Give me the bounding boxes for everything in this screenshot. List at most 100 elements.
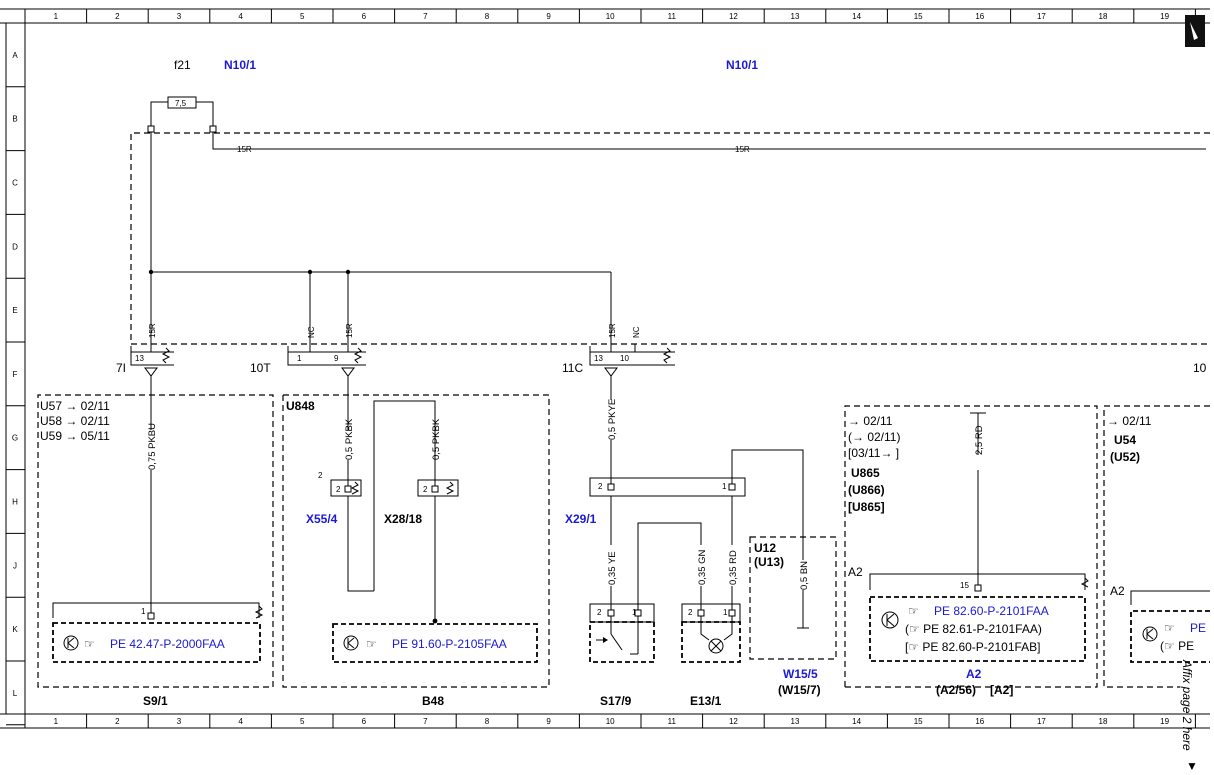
grid-column-label: 8 bbox=[485, 717, 490, 726]
component-name: A2 bbox=[966, 667, 982, 681]
code-line: U57 → 02/11 bbox=[40, 399, 110, 413]
grid-column-label: 4 bbox=[238, 717, 243, 726]
connector-7i: 7I 13 bbox=[116, 346, 174, 430]
wire-label: 0,5 BN bbox=[799, 561, 810, 590]
module-label-right: N10/1 bbox=[726, 58, 758, 72]
grid-row-label: B bbox=[12, 115, 17, 124]
connector-11c: 11C 13 10 bbox=[562, 346, 675, 400]
grid-row-label: E bbox=[12, 306, 17, 315]
fuse-rating: 7,5 bbox=[175, 99, 187, 108]
grid-column-label: 9 bbox=[546, 12, 551, 21]
wire-label: 0,35 YE bbox=[607, 551, 618, 585]
code-line: U58 → 02/11 bbox=[40, 414, 110, 428]
lamp-icon bbox=[700, 616, 733, 654]
grid-row-label: C bbox=[12, 179, 18, 188]
bus-label-right: 15R bbox=[735, 145, 750, 154]
grid-column-label: 13 bbox=[791, 12, 800, 21]
code-line: → 02/11 bbox=[1107, 414, 1152, 428]
grid-column-label: 12 bbox=[729, 12, 738, 21]
grid-column-label: 1 bbox=[54, 12, 59, 21]
grid-column-label: 1 bbox=[54, 717, 59, 726]
plug-label: A2 bbox=[1110, 584, 1125, 598]
connector-name: X29/1 bbox=[565, 512, 597, 526]
component-name: W15/5 bbox=[783, 667, 818, 681]
grid-column-label: 7 bbox=[423, 12, 428, 21]
grid-row-label: K bbox=[12, 625, 18, 634]
pin-number: 13 bbox=[135, 354, 144, 363]
affix-note: Affix page 2 here bbox=[1180, 659, 1194, 751]
connector-name: X55/4 bbox=[306, 512, 338, 526]
reference-alt: [☞ PE 82.60-P-2101FAB] bbox=[905, 640, 1041, 654]
grid-column-label: 19 bbox=[1160, 717, 1169, 726]
reference-link[interactable]: PE bbox=[1190, 621, 1206, 635]
pin-number: 2 bbox=[597, 608, 602, 617]
pin-sig-g2b: 15R bbox=[345, 323, 354, 338]
transistor-icon bbox=[1142, 626, 1158, 642]
pin-number: 1 bbox=[297, 354, 302, 363]
component-box-s9-1: U57 → 02/11 U58 → 02/11 U59 → 05/11 0,75… bbox=[37, 394, 274, 708]
grid-column-label: 2 bbox=[115, 12, 120, 21]
transistor-icon bbox=[343, 635, 359, 651]
component-box-a2: → 02/11 (→ 02/11) [03/11→ ] U865 (U866) … bbox=[844, 405, 1098, 697]
grid-column-label: 3 bbox=[177, 12, 182, 21]
grid-column-label: 13 bbox=[791, 717, 800, 726]
wire-label: 0,5 PKBK bbox=[344, 418, 355, 460]
wire-label: 0,5 PKBK bbox=[431, 418, 442, 460]
pin-sig-g2a: NC bbox=[307, 326, 316, 338]
component-name: E13/1 bbox=[690, 694, 722, 708]
plug-label: A2 bbox=[848, 565, 863, 579]
pointer-icon: ☞ bbox=[84, 637, 95, 651]
pin-number: 2 bbox=[688, 608, 693, 617]
option-code: U54 bbox=[1114, 433, 1136, 447]
wire-label: 0,75 PKBU bbox=[147, 423, 158, 470]
door-switch-icon bbox=[596, 616, 639, 655]
pin-number: 1 bbox=[722, 482, 727, 491]
reference-link[interactable]: PE 42.47-P-2000FAA bbox=[110, 637, 225, 651]
grid-column-label: 19 bbox=[1160, 12, 1169, 21]
option-code: U12 bbox=[754, 541, 776, 555]
grid-row-label: A bbox=[12, 51, 18, 60]
reference-link[interactable]: PE 82.60-P-2101FAA bbox=[934, 604, 1049, 618]
center-circuit: 0,5 PKYE 2 1 X29/1 0,35 YE 0,35 GN 0,35 … bbox=[565, 399, 804, 708]
pin-number: 1 bbox=[141, 607, 146, 616]
reference-link[interactable]: PE 91.60-P-2105FAA bbox=[392, 637, 507, 651]
pin-number: 15 bbox=[960, 581, 969, 590]
grid-row-label: H bbox=[12, 498, 18, 507]
component-name: S9/1 bbox=[143, 694, 168, 708]
code-line: (→ 02/11) bbox=[848, 430, 900, 444]
grid-column-label: 18 bbox=[1099, 12, 1108, 21]
grid-row-label: J bbox=[13, 561, 17, 570]
pin-number: 1 bbox=[723, 608, 728, 617]
grid-column-label: 11 bbox=[668, 717, 677, 726]
grid-column-label: 14 bbox=[852, 717, 861, 726]
component-name-alt: (A2/56) bbox=[936, 683, 976, 697]
grid-row-label: G bbox=[12, 434, 18, 443]
grid-row-label: L bbox=[13, 689, 18, 698]
option-code: U848 bbox=[286, 399, 315, 413]
code-line: U59 → 05/11 bbox=[40, 429, 110, 443]
transistor-icon bbox=[881, 611, 899, 629]
fuse-f21: 7,5 bbox=[147, 96, 217, 133]
grid-column-label: 2 bbox=[115, 717, 120, 726]
connector-name: X28/18 bbox=[384, 512, 422, 526]
grid-column-label: 3 bbox=[177, 717, 182, 726]
grid-row-label: F bbox=[13, 370, 18, 379]
wire-label: 0,35 RD bbox=[728, 550, 739, 585]
connector-11c-id: 11C bbox=[562, 361, 583, 375]
pointer-icon: ☞ bbox=[1164, 621, 1175, 635]
grid-column-label: 6 bbox=[362, 12, 367, 21]
option-code: [U865] bbox=[848, 500, 885, 514]
pin-sig-g3b: NC bbox=[632, 326, 641, 338]
bus-label-left: 15R bbox=[237, 145, 252, 154]
grid-column-label: 5 bbox=[300, 717, 305, 726]
component-box-b48: U848 0,5 PKBK 0,5 PKBK 2 2 2 X55/4 X28/1… bbox=[282, 394, 550, 708]
pin-number: 9 bbox=[334, 354, 339, 363]
transistor-icon bbox=[63, 635, 79, 651]
code-line: [03/11→ ] bbox=[848, 446, 899, 460]
pin-number: 10 bbox=[620, 354, 629, 363]
internal-distribution: 15R NC 15R 15R NC bbox=[148, 132, 641, 352]
pointer-icon: ☞ bbox=[366, 637, 377, 651]
grid-column-label: 17 bbox=[1037, 12, 1046, 21]
